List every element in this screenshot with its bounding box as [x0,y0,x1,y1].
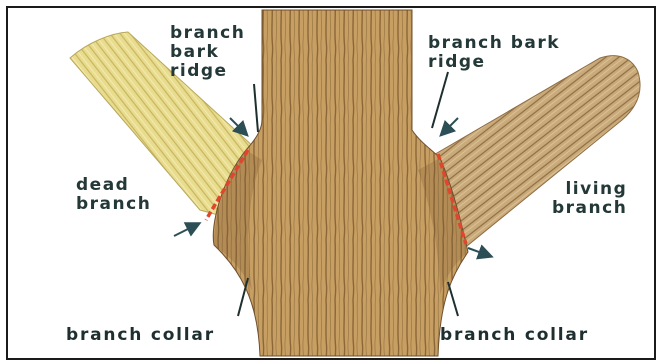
label-line: branch bark [428,34,560,53]
right-ridge-pointer [432,72,448,128]
label-branch-bark-ridge-right: branch bark ridge [428,34,560,72]
label-line: branch [552,199,627,218]
label-line: dead [76,176,151,195]
label-dead-branch: dead branch [76,176,151,214]
label-line: living [552,180,627,199]
label-line: ridge [428,53,560,72]
label-line: branch [76,195,151,214]
label-branch-collar-left: branch collar [66,326,215,345]
label-branch-collar-right: branch collar [440,326,589,345]
living-branch-arrow [468,248,490,256]
dead-branch-arrow [174,224,198,236]
label-living-branch: living branch [552,180,627,218]
label-line: bark [170,43,245,62]
label-line: branch [170,24,245,43]
right-collar-pointer [448,282,458,316]
label-line: ridge [170,62,245,81]
label-branch-bark-ridge-left: branch bark ridge [170,24,245,81]
left-ridge-pointer [254,84,258,132]
right-ridge-arrow [442,118,458,134]
